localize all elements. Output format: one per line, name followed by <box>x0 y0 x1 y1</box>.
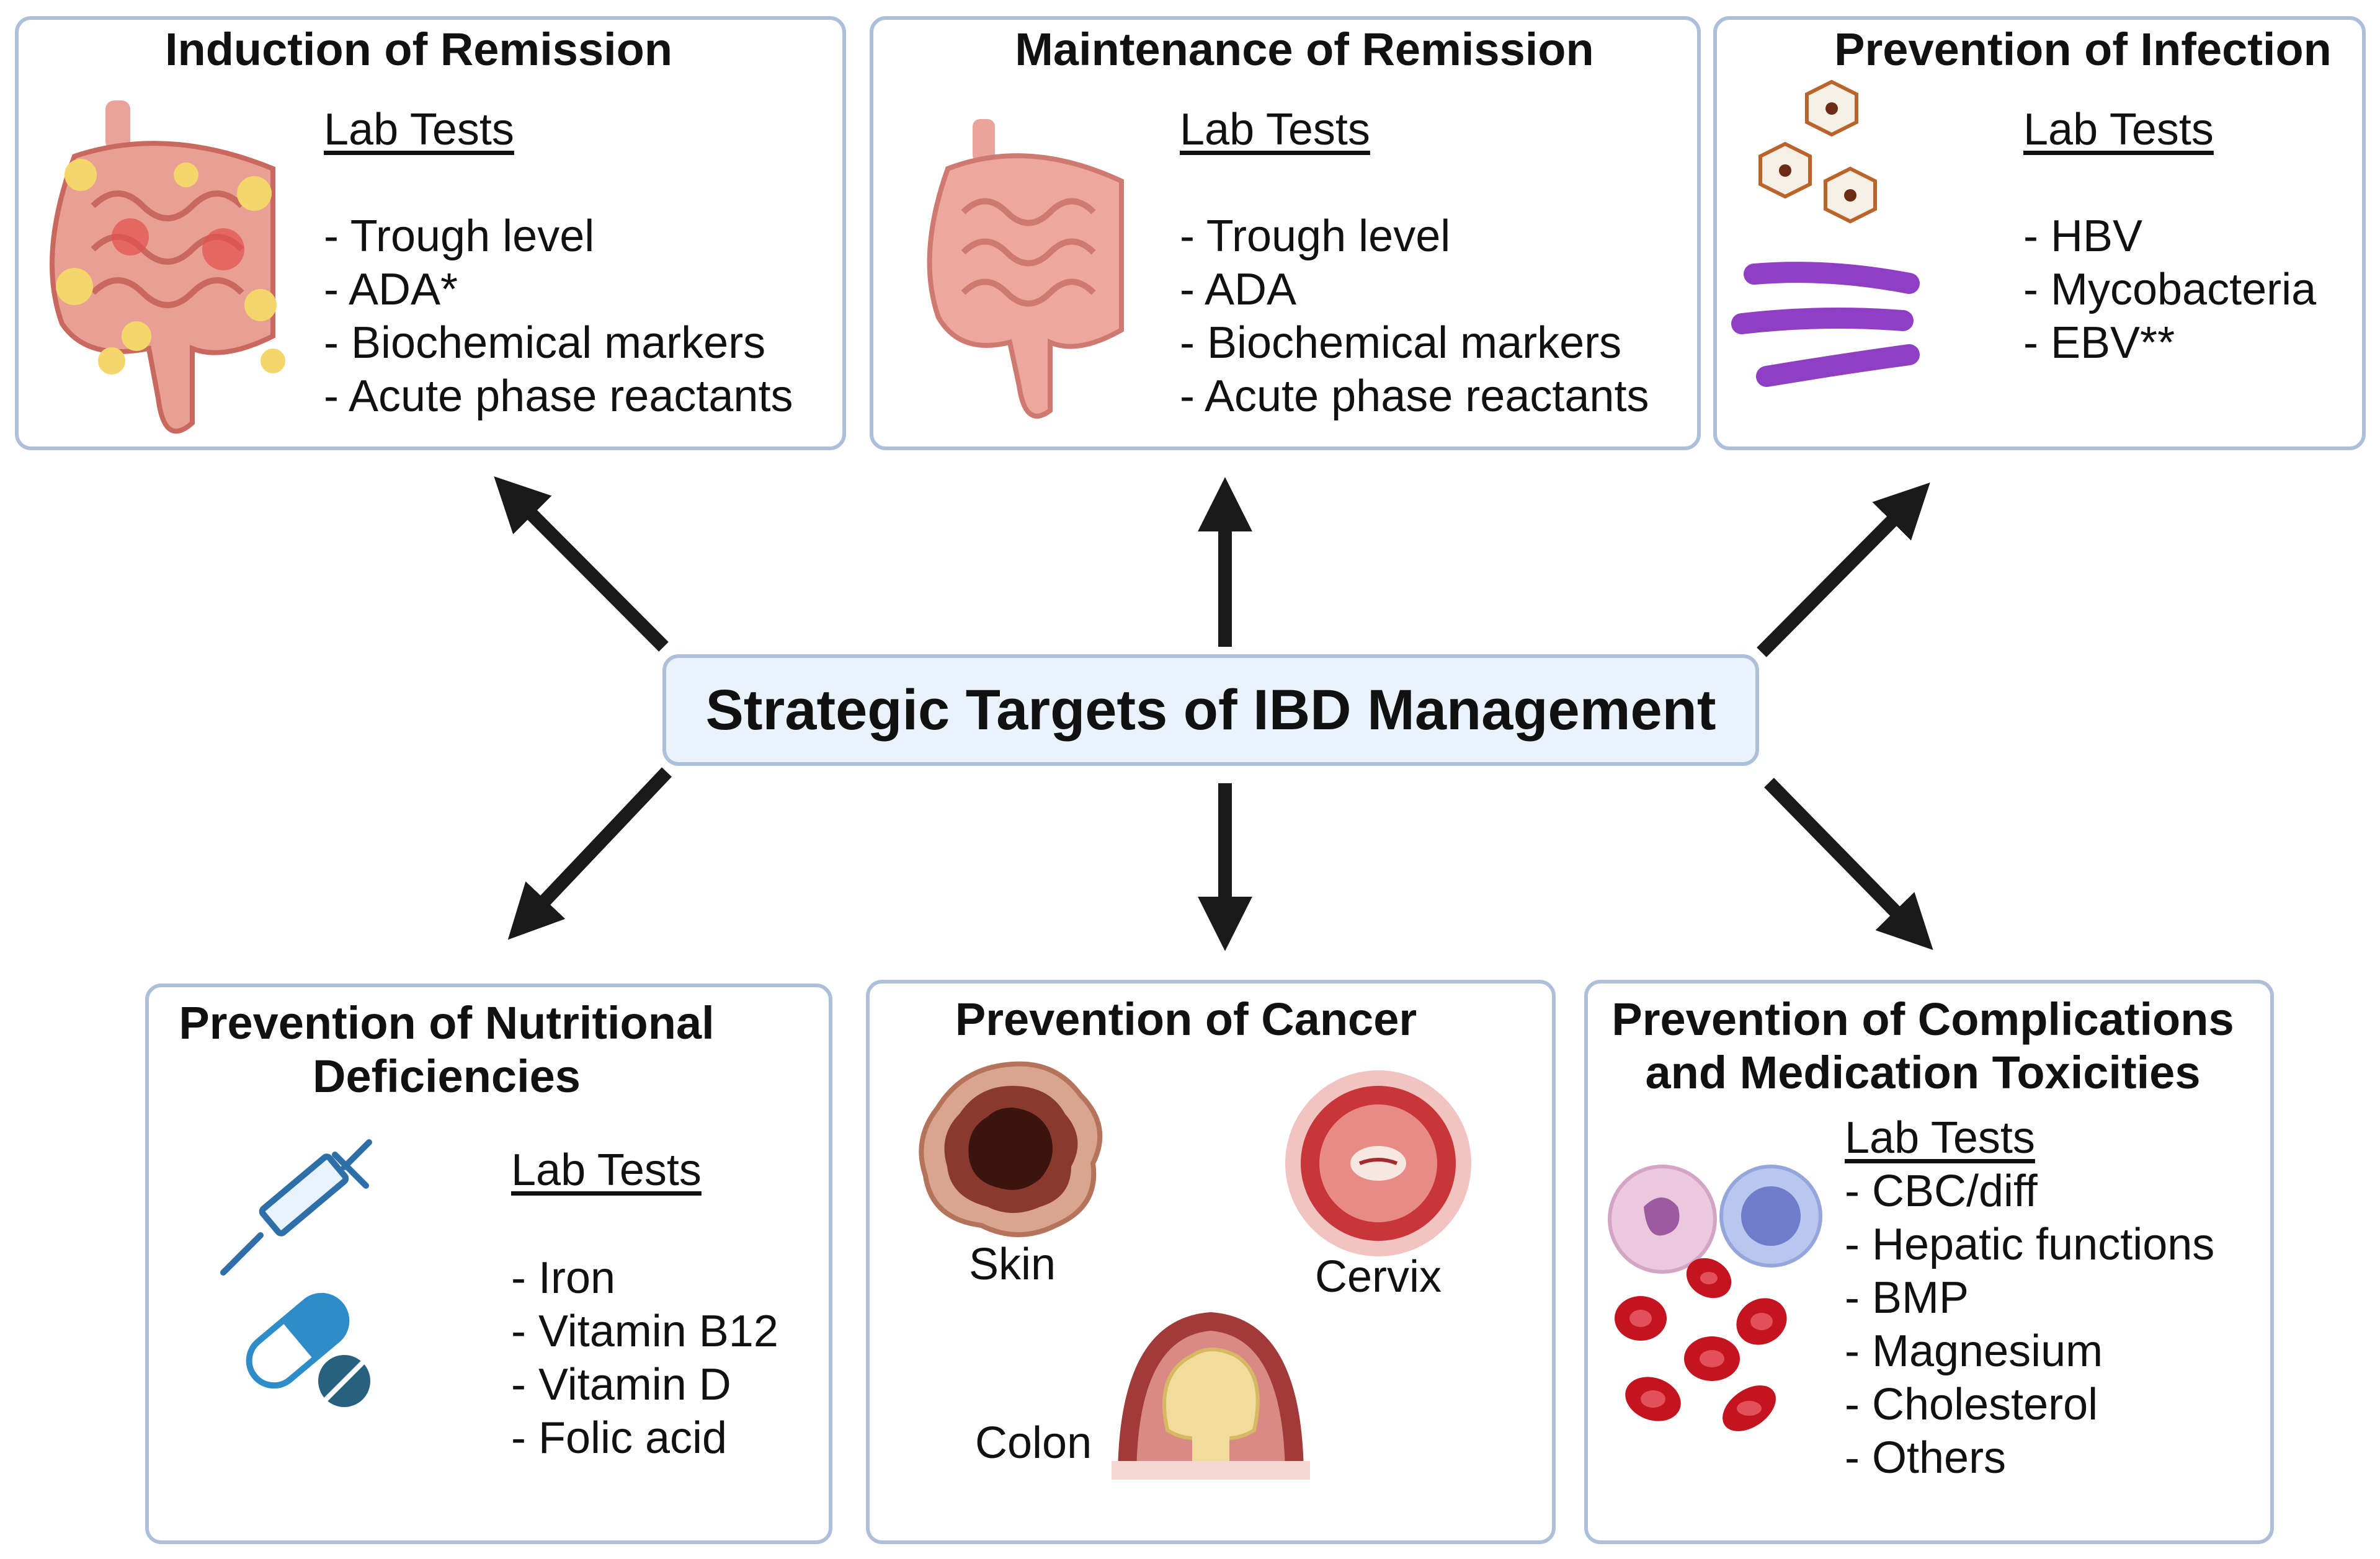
list-item: Hepatic functions <box>1845 1218 2214 1271</box>
box-title-line1: Prevention of Nutritional <box>179 997 715 1049</box>
list-item: Vitamin D <box>511 1358 778 1411</box>
skin-label: Skin <box>969 1240 1056 1289</box>
lab-tests-list: CBC/diff Hepatic functions BMP Magnesium… <box>1845 1165 2214 1485</box>
list-item: Folic acid <box>511 1411 778 1465</box>
lab-tests-label: Lab Tests <box>2023 105 2214 154</box>
virus-icon <box>1758 79 1877 224</box>
list-item: Vitamin B12 <box>511 1305 778 1358</box>
blood-cells-icon <box>1608 1165 1822 1431</box>
lab-tests-list: Trough level ADA Biochemical markers Acu… <box>1180 210 1649 423</box>
list-item: HBV <box>2023 210 2316 263</box>
list-item: CBC/diff <box>1845 1165 2214 1218</box>
colon-label: Colon <box>975 1418 1092 1468</box>
prevention-of-complications-box: Prevention of Complications and Medicati… <box>1584 980 2274 1544</box>
lab-tests-list: Trough level ADA* Biochemical markers Ac… <box>324 210 793 423</box>
list-item: Others <box>1845 1431 2214 1485</box>
box-title-line2: and Medication Toxicities <box>1645 1047 2201 1098</box>
prevention-of-cancer-box: Prevention of Cancer Skin Cervix Colon <box>866 980 1556 1544</box>
lab-tests-list: HBV Mycobacteria EBV** <box>2023 210 2316 370</box>
list-item: Magnesium <box>1845 1325 2214 1378</box>
list-item: Acute phase reactants <box>1180 370 1649 423</box>
box-title-line2: Deficiencies <box>313 1050 581 1102</box>
arrow-to-induction <box>494 476 669 652</box>
center-title: Strategic Targets of IBD Management <box>705 678 1716 742</box>
pill-capsule-icon <box>246 1292 370 1407</box>
box-title: Induction of Remission <box>164 24 673 75</box>
prevention-of-nutritional-deficiencies-box: Prevention of Nutritional Deficiencies L… <box>145 984 832 1544</box>
box-title: Prevention of Infection <box>1834 24 2332 75</box>
list-item: Acute phase reactants <box>324 370 793 423</box>
list-item: Cholesterol <box>1845 1378 2214 1431</box>
list-item: Iron <box>511 1251 778 1305</box>
center-title-box: Strategic Targets of IBD Management <box>662 654 1759 766</box>
bacteria-icon <box>1731 262 1920 387</box>
prevention-of-infection-box: Prevention of Infection Lab Tests HBV My… <box>1713 16 2366 450</box>
syringe-icon <box>220 1139 372 1276</box>
maintenance-of-remission-box: Maintenance of Remission Lab Tests Troug… <box>870 16 1701 450</box>
box-title: Prevention of Cancer <box>955 993 1417 1045</box>
colon-polyp-icon <box>1112 1312 1310 1480</box>
list-item: ADA* <box>324 263 793 316</box>
list-item: EBV** <box>2023 316 2316 370</box>
cervix-label: Cervix <box>1315 1252 1442 1302</box>
list-item: Biochemical markers <box>1180 316 1649 370</box>
lab-tests-label: Lab Tests <box>1180 105 1370 154</box>
inflamed-intestine-icon <box>50 100 285 434</box>
list-item: Trough level <box>1180 210 1649 263</box>
induction-of-remission-box: Induction of Remission Lab Tests Trough … <box>15 16 846 450</box>
lab-tests-label: Lab Tests <box>511 1145 702 1195</box>
list-item: BMP <box>1845 1271 2214 1325</box>
lab-tests-label: Lab Tests <box>1845 1113 2035 1163</box>
lab-tests-label: Lab Tests <box>324 105 514 154</box>
arrow-to-nutrition <box>507 767 672 940</box>
arrow-to-complications <box>1764 778 1933 950</box>
skin-lesion-icon <box>919 1061 1103 1237</box>
lab-tests-list: Iron Vitamin B12 Vitamin D Folic acid <box>511 1251 778 1465</box>
list-item: Trough level <box>324 210 793 263</box>
list-item: Biochemical markers <box>324 316 793 370</box>
list-item: ADA <box>1180 263 1649 316</box>
cervix-icon <box>1285 1070 1471 1256</box>
list-item: Mycobacteria <box>2023 263 2316 316</box>
arrow-to-infection <box>1757 482 1930 657</box>
healthy-intestine-icon <box>927 119 1124 419</box>
box-title-line1: Prevention of Complications <box>1611 993 2234 1045</box>
box-title: Maintenance of Remission <box>1015 24 1594 75</box>
